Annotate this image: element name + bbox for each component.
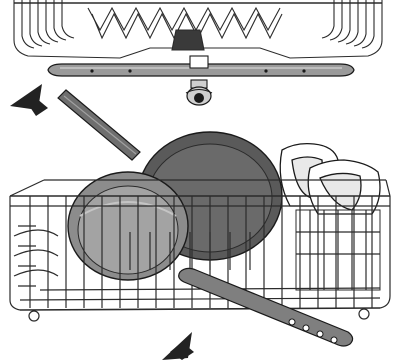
lower-spray-arm (178, 267, 354, 347)
arrow-icon (162, 332, 194, 360)
upper-basket (13, 0, 383, 59)
small-frying-pan (67, 171, 189, 281)
spray-arm (47, 55, 355, 106)
arrow-icon (10, 84, 48, 116)
lower-basket (9, 179, 391, 322)
bowls (279, 142, 381, 215)
